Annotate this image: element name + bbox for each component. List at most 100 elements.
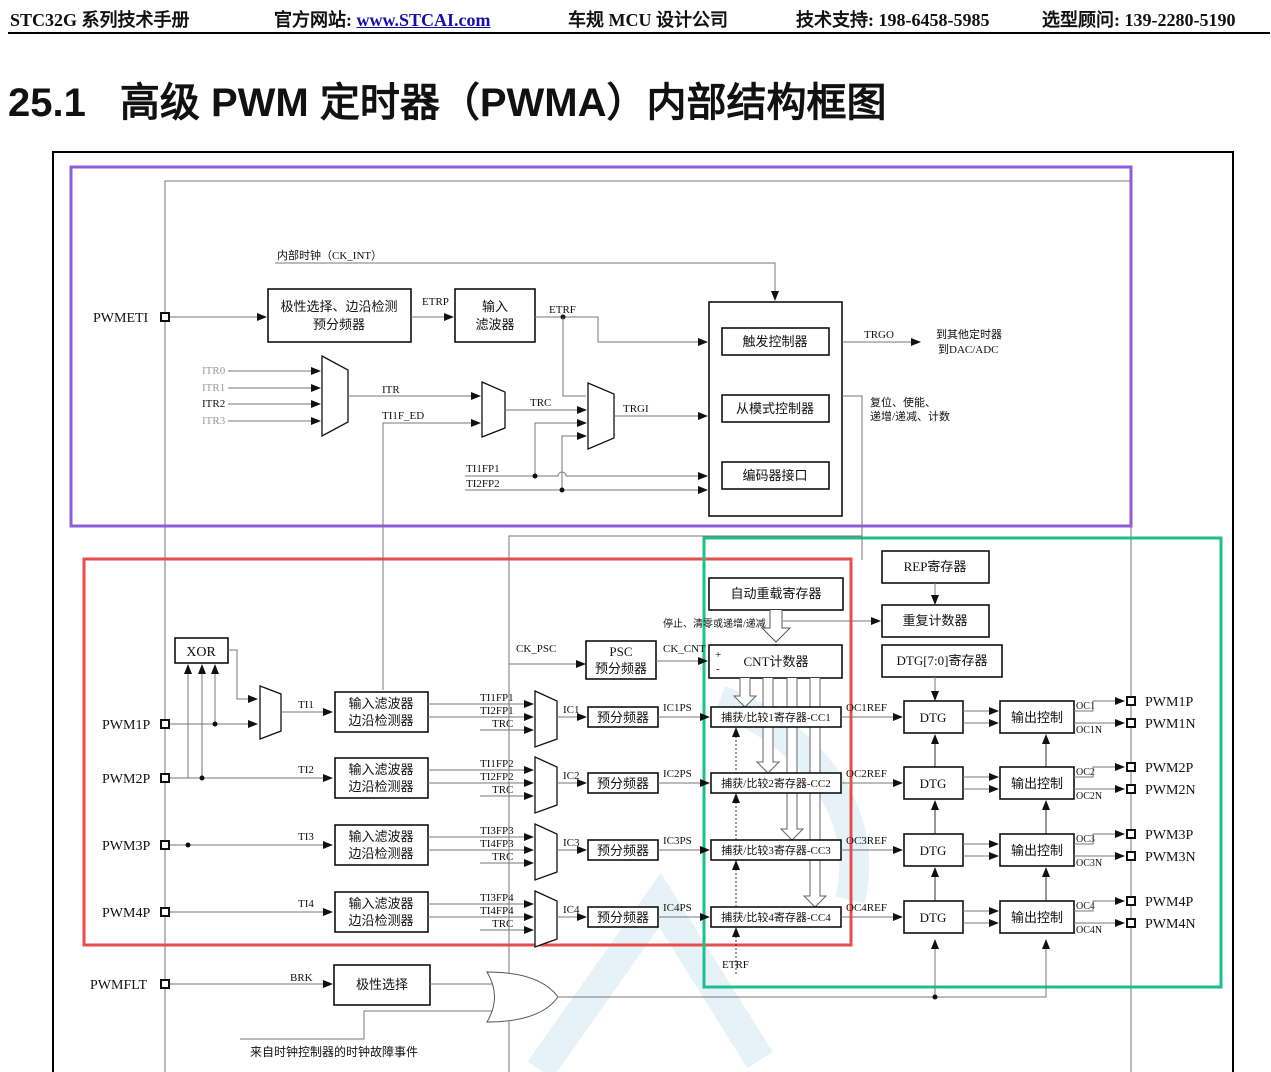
output-pin-label: PWM3P — [1145, 828, 1193, 843]
diagram-frame — [52, 151, 1234, 1072]
etr-filter-line1: 输入 — [482, 299, 508, 314]
itr3-label: ITR3 — [202, 415, 226, 427]
tagline: 车规 MCU 设计公司 — [568, 10, 728, 30]
website: 官方网站: www.STCAI.com — [274, 6, 491, 32]
capture-input-mux — [534, 822, 558, 881]
trgo-label: TRGO — [864, 329, 894, 341]
dtg-register-label: DTG[7:0]寄存器 — [897, 653, 988, 668]
output-control-block — [999, 833, 1075, 867]
cc-label: 捕获/比较2寄存器-CC2 — [721, 776, 830, 790]
output-pin-label: PWM4P — [1145, 895, 1193, 910]
input-filter-edge-detector — [334, 824, 429, 866]
ti-label: TI4 — [298, 898, 314, 910]
pin-pwm1n[interactable] — [1126, 718, 1136, 728]
pin-pwm2p[interactable] — [1126, 762, 1136, 772]
filter-line2: 边沿检测器 — [348, 779, 413, 794]
ocn-label: OC1N — [1076, 725, 1102, 736]
output-control-label: 输出控制 — [1011, 910, 1063, 925]
pin-pwm4n[interactable] — [1126, 918, 1136, 928]
website-link[interactable]: www.STCAI.com — [356, 10, 491, 30]
etrf-label: ETRF — [549, 304, 576, 316]
psc-prescaler-block — [585, 640, 657, 680]
ic-prescaler-label: 预分频器 — [597, 843, 649, 858]
ocn-label: OC3N — [1076, 858, 1102, 869]
slave-mode-controller — [721, 394, 830, 423]
pwmeti-pin[interactable] — [160, 312, 170, 322]
pin-pwm1p[interactable] — [160, 719, 170, 729]
ic-prescaler-label: 预分频器 — [597, 776, 649, 791]
rep-register-label: REP寄存器 — [904, 559, 967, 574]
pin-pwm4p[interactable] — [160, 907, 170, 917]
capture-mux-input-label: TRC — [492, 918, 513, 930]
dtg-label: DTG — [920, 910, 947, 925]
itr-out-label: ITR — [382, 384, 400, 396]
manual-name: STC32G 系列技术手册 — [10, 10, 190, 30]
trgo-dest-2: 到DAC/ADC — [938, 343, 999, 356]
ocref-label: OC2REF — [846, 768, 887, 780]
capture-mux-input-label: TRC — [492, 718, 513, 730]
trigger-controller-label: 触发控制器 — [742, 334, 807, 349]
filter-line1: 输入滤波器 — [348, 829, 413, 844]
support-phone: 技术支持: 198-6458-5985 — [796, 10, 990, 30]
ic-label: IC1 — [563, 704, 580, 716]
trgi-mux — [587, 382, 615, 450]
etrp-label: ETRP — [422, 296, 449, 308]
pin-pwm3n[interactable] — [1126, 851, 1136, 861]
ti-label: TI2 — [298, 764, 314, 776]
pwmflt-pin[interactable] — [160, 979, 170, 989]
ti1f-ed-label: TI1F_ED — [382, 410, 424, 422]
input-pin-label: PWM4P — [102, 906, 150, 921]
etr-input-filter-block — [454, 288, 536, 343]
polarity-block-line1: 极性选择、边沿检测 — [280, 299, 397, 314]
ic-label: IC4 — [563, 904, 580, 916]
filter-line2: 边沿检测器 — [348, 846, 413, 861]
output-pin-label: PWM1N — [1145, 717, 1196, 732]
ic-prescaler-label: 预分频器 — [597, 910, 649, 925]
output-pin-label: PWM3N — [1145, 850, 1196, 865]
capture-mux-input-label: TI1FP1 — [480, 692, 514, 704]
output-pin-label: PWM1P — [1145, 695, 1193, 710]
pin-pwm2p[interactable] — [160, 773, 170, 783]
section-number: 25.1 — [8, 81, 86, 125]
counter-control-note: 停止、清零或递增/递减 — [663, 617, 766, 630]
capture-mux-input-label: TRC — [492, 851, 513, 863]
icps-label: IC2PS — [663, 768, 692, 780]
pin-pwm1p[interactable] — [1126, 696, 1136, 706]
dtg-label: DTG — [920, 843, 947, 858]
polarity-block-line2: 预分频器 — [313, 317, 365, 332]
psc-line1: PSC — [609, 644, 632, 659]
oc-label: OC1 — [1076, 701, 1095, 712]
capture-mux-input-label: TI2FP1 — [480, 705, 514, 717]
section-heading: 高级 PWM 定时器（PWMA）内部结构框图 — [119, 81, 887, 125]
dtg-label: DTG — [920, 776, 947, 791]
dtg-label: DTG — [920, 710, 947, 725]
ck-cnt-label: CK_CNT — [663, 643, 706, 655]
ti-label: TI3 — [298, 831, 314, 843]
output-control-label: 输出控制 — [1011, 776, 1063, 791]
input-filter-edge-detector — [334, 757, 429, 799]
ti1fp1-label: TI1FP1 — [466, 463, 500, 475]
pin-pwm3p[interactable] — [160, 840, 170, 850]
capture-mux-input-label: TI2FP2 — [480, 771, 514, 783]
output-pin-label: PWM2P — [1145, 761, 1193, 776]
capture-mux-input-label: TI4FP3 — [480, 838, 514, 850]
pin-pwm3p[interactable] — [1126, 829, 1136, 839]
oc-label: OC4 — [1076, 901, 1095, 912]
output-pin-label: PWM2N — [1145, 783, 1196, 798]
pin-pwm4p[interactable] — [1126, 896, 1136, 906]
header-divider — [8, 32, 1270, 34]
or-gate — [486, 971, 559, 1023]
rep-register — [881, 550, 990, 584]
pin-pwm2n[interactable] — [1126, 784, 1136, 794]
bus-frame — [164, 180, 1132, 1072]
input-filter-edge-detector — [334, 691, 429, 733]
capture-input-mux — [534, 755, 558, 814]
capture-mux-input-label: TI3FP4 — [480, 892, 514, 904]
input-pin-label: PWM2P — [102, 772, 150, 787]
cnt-plus: + — [715, 649, 721, 661]
trgo-dest-1: 到其他定时器 — [936, 327, 1002, 341]
